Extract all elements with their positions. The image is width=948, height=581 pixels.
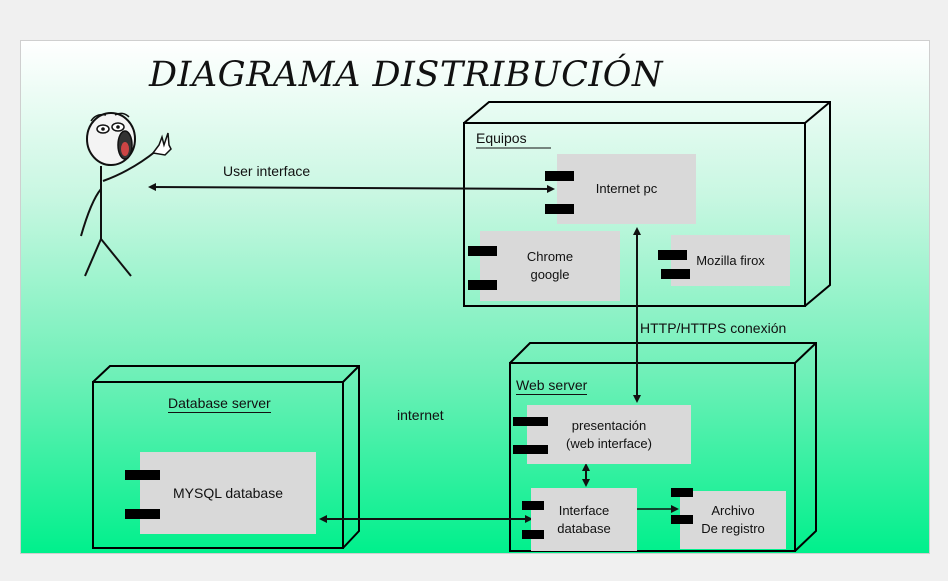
component-tab: [468, 246, 497, 256]
node-web-server-box: [509, 342, 817, 552]
component-presentacion-label-1: presentación: [571, 417, 647, 433]
actor-stick-figure: [80, 150, 157, 277]
node-database-server-title: Database server: [168, 395, 271, 413]
component-tab: [513, 445, 548, 454]
node-equipos-title: Equipos: [476, 130, 527, 146]
component-chrome-label-1: Chrome: [526, 249, 574, 264]
component-chrome-label-2: google: [530, 267, 570, 282]
node-database-server-box: [92, 365, 360, 549]
connector-user-interface: [148, 183, 555, 193]
component-tab: [658, 250, 687, 260]
component-archivo-label-1: Archivo: [711, 503, 755, 518]
component-presentacion-label-2: (web interface): [566, 435, 652, 451]
component-interface-label-2: database: [557, 520, 611, 536]
component-archivo-label-2: De registro: [701, 521, 765, 536]
component-tab: [671, 488, 693, 497]
hand-horns-icon: [151, 132, 172, 156]
component-tab: [661, 269, 690, 279]
component-tab: [513, 417, 548, 426]
component-tab: [522, 501, 544, 510]
diagram-title: DIAGRAMA DISTRIBUCIÓN: [149, 55, 664, 95]
component-tab: [522, 530, 544, 539]
component-chrome: Chrome google: [480, 231, 620, 301]
component-interface-label-1: Interface: [558, 502, 610, 518]
component-mysql: MYSQL database: [140, 452, 316, 534]
component-mozilla: Mozilla firox: [671, 235, 790, 286]
node-web-server-title: Web server: [516, 377, 588, 395]
component-interface-database: Interface database: [531, 488, 637, 551]
meme-face-icon: [86, 112, 136, 166]
component-tab: [125, 509, 160, 519]
component-archivo: Archivo De registro: [680, 491, 786, 549]
component-mozilla-label: Mozilla firox: [696, 252, 765, 268]
component-presentacion: presentación (web interface): [527, 405, 691, 464]
component-tab: [468, 280, 497, 290]
diagram-lines: [80, 101, 831, 552]
http-connection-label: HTTP/HTTPS conexión: [640, 320, 787, 336]
slide-canvas: DIAGRAMA DISTRIBUCIÓN User interface Equ…: [20, 40, 930, 554]
component-tab: [545, 171, 574, 181]
internet-connection-label: internet: [397, 407, 444, 423]
component-tab: [125, 470, 160, 480]
component-mysql-label: MYSQL database: [173, 485, 283, 501]
component-tab: [545, 204, 574, 214]
component-internet-pc: Internet pc: [557, 154, 696, 224]
user-interface-label: User interface: [223, 163, 311, 179]
component-tab: [671, 515, 693, 524]
component-internet-pc-label: Internet pc: [595, 181, 658, 196]
